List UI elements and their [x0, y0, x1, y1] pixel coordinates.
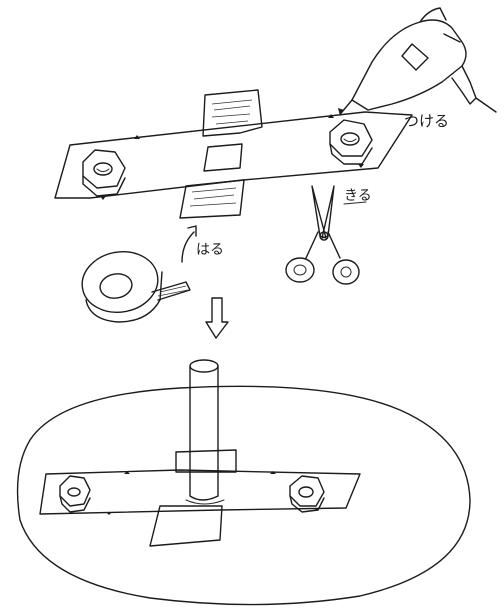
tape-roll-icon [81, 251, 191, 323]
cut-label: きる [344, 188, 372, 204]
hex-nut-icon [59, 475, 91, 513]
glue-gun-icon [338, 7, 497, 116]
scissors-icon [285, 185, 360, 285]
hex-nut-icon [82, 149, 126, 197]
cross-template [54, 89, 413, 219]
hex-nut-icon [329, 119, 373, 165]
hex-nut-icon [289, 475, 325, 513]
attach-label: つける [404, 112, 449, 130]
stick-label: はる [196, 242, 224, 258]
stick-arrow [181, 231, 195, 263]
down-arrow-icon [205, 297, 229, 339]
assembled-base [16, 359, 471, 606]
